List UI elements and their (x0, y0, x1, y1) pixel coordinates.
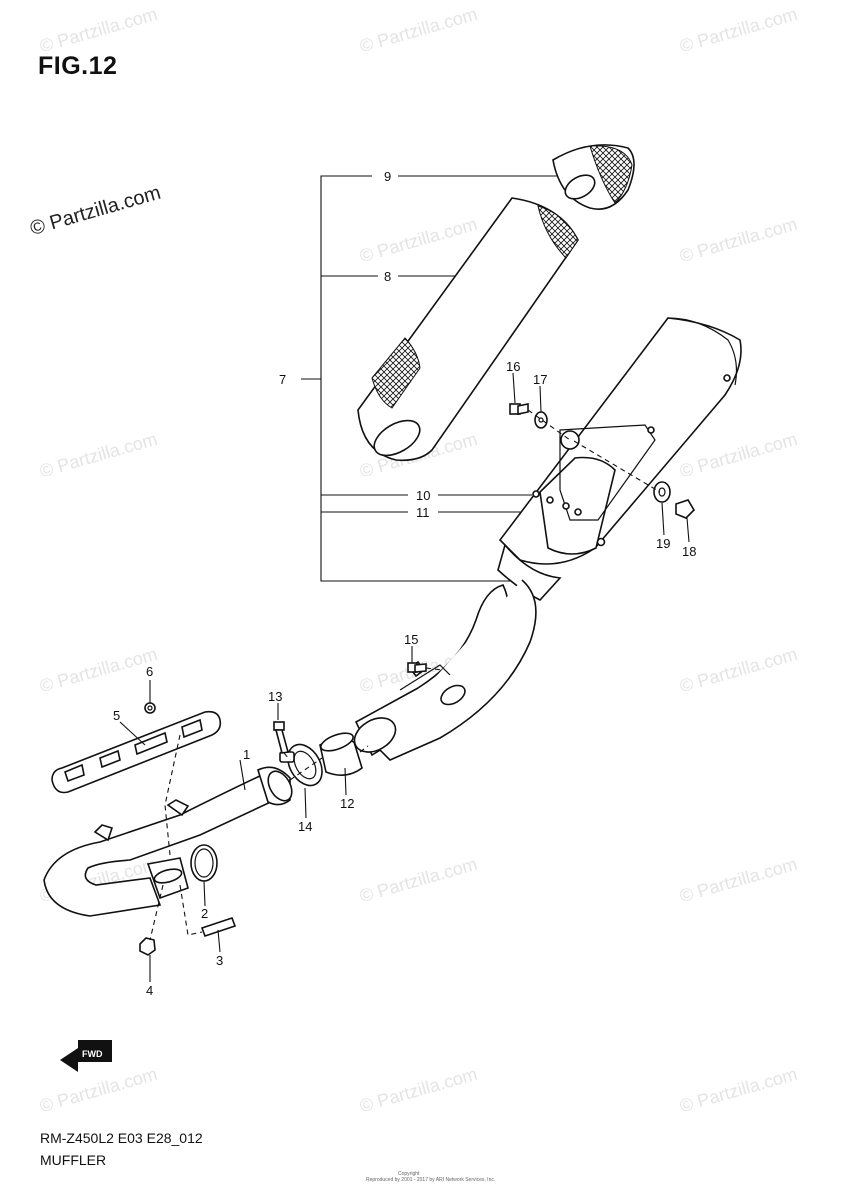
callout-9: 9 (384, 169, 391, 184)
washer-part[interactable] (653, 481, 671, 503)
bolt-part[interactable] (407, 662, 427, 673)
callout-13: 13 (268, 689, 282, 704)
callout-6: 6 (146, 664, 153, 679)
clamp-part[interactable] (279, 738, 329, 791)
stud-bolt-part[interactable] (200, 916, 237, 938)
dashed-guides (149, 409, 661, 941)
model-code: RM-Z450L2 E03 E28_012 (40, 1130, 203, 1146)
bolt-part[interactable] (509, 403, 529, 415)
callout-15: 15 (404, 632, 418, 647)
end-cap-part[interactable] (552, 144, 635, 210)
leader-lines (119, 372, 690, 982)
callout-14: 14 (298, 819, 312, 834)
clamp-bolt-part[interactable] (273, 721, 290, 754)
fwd-label: FWD (82, 1049, 103, 1059)
mid-pipe[interactable] (348, 579, 537, 761)
section-name: MUFFLER (40, 1152, 107, 1168)
callout-8: 8 (384, 269, 391, 284)
callout-7: 7 (279, 372, 286, 387)
washer-part[interactable] (534, 411, 548, 429)
callout-1: 1 (243, 747, 250, 762)
nut-part[interactable] (139, 937, 156, 956)
copyright-line-2: Reproduced by 2001 - 2017 by ARI Network… (366, 1177, 496, 1183)
callout-11: 11 (416, 505, 430, 520)
fwd-arrow-icon: FWD (60, 1040, 112, 1072)
figure-title: FIG.12 (38, 52, 118, 80)
gasket-part[interactable] (190, 844, 218, 882)
exhaust-pipe-part[interactable] (43, 766, 297, 917)
callout-3: 3 (216, 953, 223, 968)
connector-pipe-part[interactable] (319, 730, 363, 776)
bolt-part[interactable] (144, 702, 156, 714)
callout-12: 12 (340, 796, 354, 811)
callout-5: 5 (113, 708, 120, 723)
callout-19: 19 (656, 536, 670, 551)
callout-2: 2 (201, 906, 208, 921)
muffler-installed[interactable] (497, 317, 742, 601)
callout-4: 4 (146, 983, 153, 998)
callout-10: 10 (416, 488, 430, 503)
callout-18: 18 (682, 544, 696, 559)
callout-17: 17 (533, 372, 547, 387)
callout-labels: 1 2 3 4 5 6 7 8 9 10 11 12 13 14 15 16 1… (113, 169, 696, 998)
callout-16: 16 (506, 359, 520, 374)
assembly-bracket (301, 175, 562, 582)
muffler-body-part[interactable] (357, 197, 579, 463)
heat-protector-part[interactable] (51, 710, 222, 794)
bolt-part[interactable] (675, 499, 696, 519)
copyright-line-1: Copyright (398, 1171, 420, 1177)
